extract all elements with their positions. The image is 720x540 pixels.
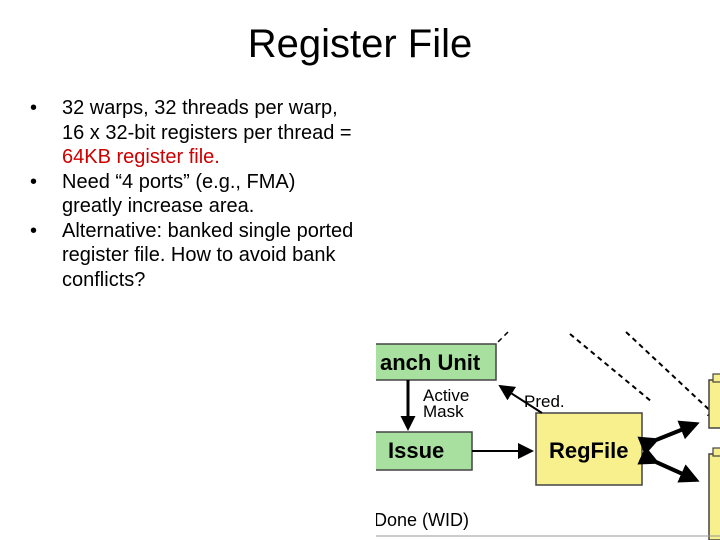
bullet-list: • 32 warps, 32 threads per warp, 16 x 32…	[30, 96, 360, 292]
regfile-label: RegFile	[549, 438, 629, 463]
bullet-marker: •	[30, 170, 38, 193]
right-box-top	[708, 379, 720, 429]
bullet-marker: •	[30, 97, 38, 119]
bullet-text: Need “4 ports” (e.g., FMA) greatly incre…	[62, 170, 296, 218]
right-box-bottom	[708, 453, 720, 540]
regfile-box	[535, 412, 643, 486]
right-box-bottom-tab	[712, 447, 720, 457]
bullet-highlight: 64KB register file.	[62, 146, 220, 168]
issue-label: Issue	[388, 438, 445, 463]
bullet-item: • Need “4 ports” (e.g., FMA) greatly inc…	[30, 170, 360, 219]
slide-title: Register File	[247, 22, 473, 66]
issue-box	[376, 431, 473, 471]
active-mask-label-line1: Active	[423, 386, 470, 405]
done-wid-label: Done (WID)	[376, 510, 470, 530]
active-mask-label-line2: Mask	[423, 402, 464, 421]
bullet-item: • 32 warps, 32 threads per warp, 16 x 32…	[30, 96, 360, 170]
pipeline-diagram-graphics	[376, 331, 720, 540]
bullet-text: Alternative: banked single ported regist…	[62, 219, 354, 291]
regfile-to-bottom-unit-arrow	[637, 446, 700, 483]
pred-label: Pred.	[524, 392, 565, 411]
pipeline-diagram: anch Unit Issue RegFile Active Mask Pred…	[376, 330, 720, 540]
bullet-marker: •	[30, 219, 38, 242]
branch-unit-label: anch Unit	[380, 350, 481, 375]
dashed-line	[495, 331, 509, 345]
right-box-top-tab	[712, 373, 720, 383]
dashed-arrow	[625, 331, 720, 420]
bullet-item: • Alternative: banked single ported regi…	[30, 219, 360, 293]
regfile-to-top-unit-arrow	[637, 420, 700, 456]
branch-unit-box	[376, 343, 497, 381]
pred-arrow	[498, 384, 543, 414]
bullet-text: 32 warps, 32 threads per warp, 16 x 32-b…	[62, 97, 352, 144]
